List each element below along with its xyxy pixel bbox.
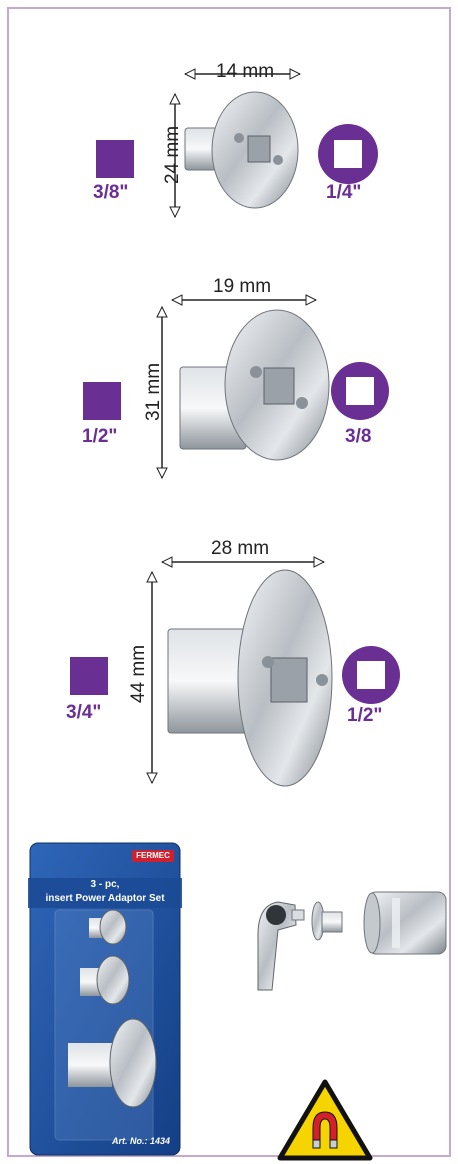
square-socket-icon xyxy=(331,362,389,420)
height-label: 44 mm xyxy=(128,644,149,704)
drive-in-label: 3/4" xyxy=(66,702,102,723)
package-title-line2: insert Power Adaptor Set xyxy=(45,893,165,904)
drive-out-label: 1/4" xyxy=(326,182,362,203)
package-adaptor-1 xyxy=(89,909,127,945)
package-adaptor-2 xyxy=(80,955,130,1005)
magnet-warning-icon xyxy=(277,1079,373,1161)
drive-in-label: 3/8" xyxy=(93,182,129,203)
square-socket-icon xyxy=(342,646,400,704)
package-adaptor-3 xyxy=(68,1018,157,1108)
square-drive-icon xyxy=(70,657,108,695)
package-title-line1: 3 - pc, xyxy=(90,879,120,890)
square-drive-icon xyxy=(83,382,121,420)
height-label: 24 mm xyxy=(162,125,183,185)
adaptor-large xyxy=(152,562,333,787)
square-drive-icon xyxy=(96,140,134,178)
package-art-no: Art. No.: 1434 xyxy=(112,1136,171,1146)
square-socket-icon xyxy=(318,124,378,184)
product-package xyxy=(28,842,182,1156)
drive-in-label: 1/2" xyxy=(82,426,118,447)
adaptor-small xyxy=(175,74,300,217)
drive-out-label: 3/8 xyxy=(345,426,372,447)
usage-illustration xyxy=(257,891,447,991)
width-label: 14 mm xyxy=(216,61,275,82)
adaptor-medium xyxy=(162,300,330,478)
height-label: 31 mm xyxy=(143,362,164,422)
page-frame xyxy=(7,7,451,1157)
width-label: 19 mm xyxy=(213,276,272,297)
drive-out-label: 1/2" xyxy=(347,705,383,726)
package-brand: FERMEC xyxy=(136,851,170,860)
width-label: 28 mm xyxy=(211,538,270,559)
